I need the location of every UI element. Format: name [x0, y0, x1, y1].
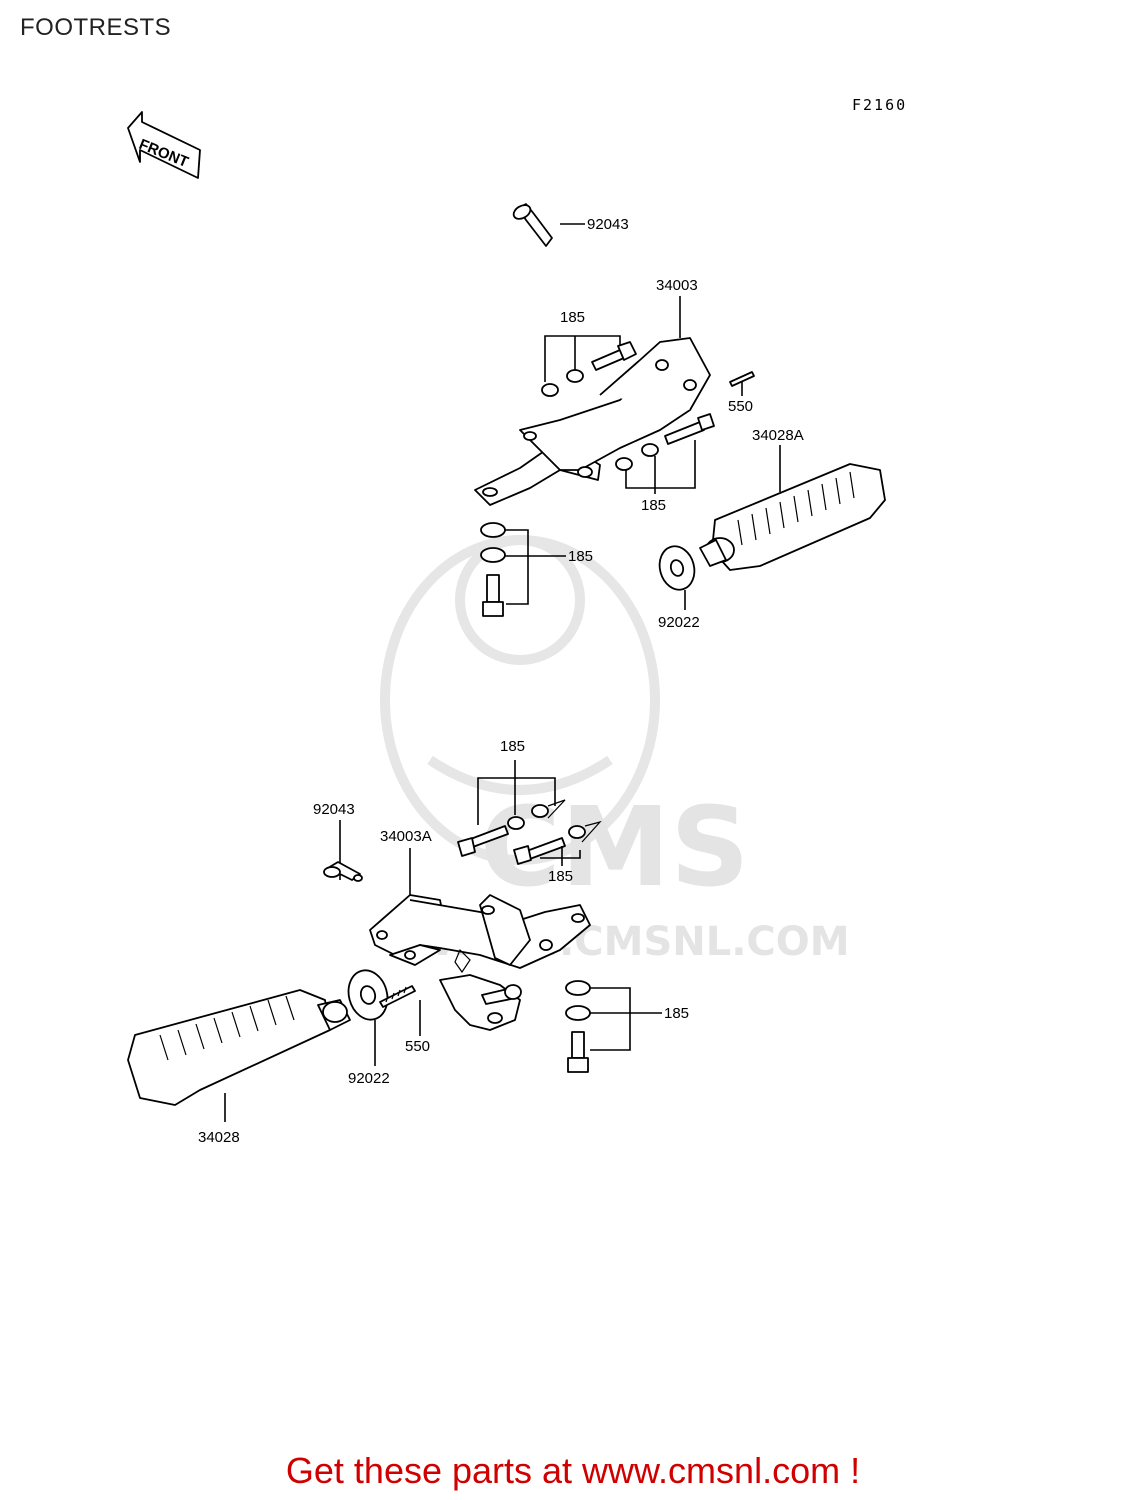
label-550-top: 550 [728, 398, 753, 415]
label-34003A: 34003A [380, 828, 432, 845]
label-34003: 34003 [656, 277, 698, 294]
label-34028: 34028 [198, 1129, 240, 1146]
label-92043-top: 92043 [587, 216, 629, 233]
part-34028-footrest[interactable] [127, 989, 351, 1106]
part-550-bottom[interactable] [379, 985, 416, 1008]
label-92022-top: 92022 [658, 614, 700, 631]
label-185-b: 185 [641, 497, 666, 514]
part-92022-bottom[interactable] [343, 966, 393, 1024]
label-34028A: 34028A [752, 427, 804, 444]
part-34003A-bracket[interactable] [369, 894, 591, 1031]
part-92043-top[interactable] [511, 202, 553, 247]
label-185-a: 185 [560, 309, 585, 326]
part-185-bolt-lower-b[interactable] [513, 820, 602, 865]
part-185-bolt-right[interactable] [615, 413, 715, 471]
label-185-c: 185 [568, 548, 593, 565]
label-185-d: 185 [500, 738, 525, 755]
page-title: FOOTRESTS [20, 14, 172, 41]
part-92022-top[interactable] [655, 542, 699, 593]
part-34028A-footrest[interactable] [699, 463, 886, 571]
label-92022-bot: 92022 [348, 1070, 390, 1087]
figure-code: F2160 [852, 96, 907, 114]
label-185-e: 185 [548, 868, 573, 885]
watermark-logo: CMS WWW.CMSNL.COM [380, 535, 850, 965]
part-185-stack-top[interactable] [480, 522, 506, 617]
part-185-stack-bottom[interactable] [565, 980, 591, 1073]
footer-link[interactable]: Get these parts at www.cmsnl.com ! [285, 1450, 861, 1491]
part-34003-bracket[interactable] [474, 337, 711, 506]
label-92043-bot: 92043 [313, 801, 355, 818]
part-185-bolt-lower-a[interactable] [457, 799, 566, 857]
part-185-bolt-upper[interactable] [541, 341, 637, 397]
watermark-cms: CMS [480, 783, 749, 911]
label-550-bot: 550 [405, 1038, 430, 1055]
front-arrow-icon: FRONT [127, 111, 201, 179]
parts-diagram: CMS WWW.CMSNL.COM F2160 FRONT 92043 3400… [127, 96, 907, 1146]
label-185-f: 185 [664, 1005, 689, 1022]
part-550-top[interactable] [729, 371, 755, 387]
part-92043-bottom[interactable] [323, 861, 363, 882]
